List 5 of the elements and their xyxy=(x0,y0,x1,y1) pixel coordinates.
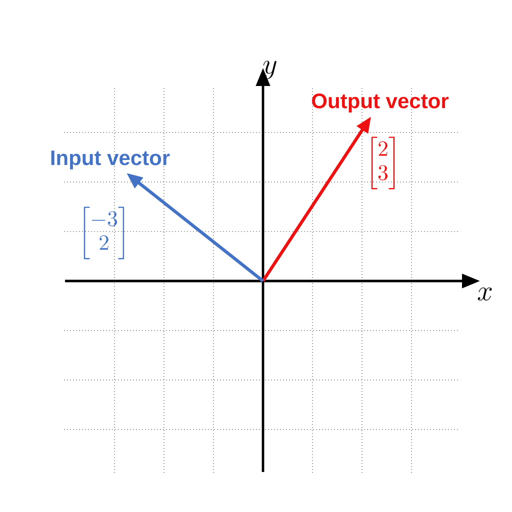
vector-label: Output vector xyxy=(312,94,448,112)
axis-label: $x$ xyxy=(478,288,492,300)
matrix-label: $\begin{bmatrix}2\\3\end{bmatrix}$ xyxy=(371,136,395,190)
vector-label: Input vector xyxy=(51,150,170,170)
matrix-label: $\begin{bmatrix}-3\\2\end{bmatrix}$ xyxy=(84,206,124,260)
